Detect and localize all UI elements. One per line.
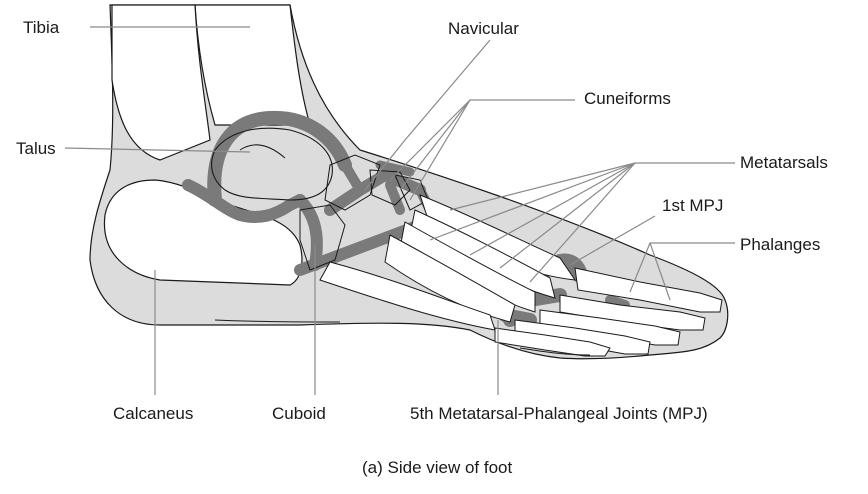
figure-caption: (a) Side view of foot xyxy=(362,459,512,476)
label-phalanges: Phalanges xyxy=(740,236,820,253)
label-navicular: Navicular xyxy=(448,20,519,37)
label-tibia: Tibia xyxy=(23,19,59,36)
label-metatarsals: Metatarsals xyxy=(740,154,828,171)
label-talus: Talus xyxy=(16,140,56,157)
label-cuneiforms: Cuneiforms xyxy=(584,90,671,107)
label-5th-mpj: 5th Metatarsal-Phalangeal Joints (MPJ) xyxy=(410,405,708,422)
label-1st-mpj: 1st MPJ xyxy=(662,197,723,214)
label-cuboid: Cuboid xyxy=(272,405,326,422)
label-calcaneus: Calcaneus xyxy=(113,405,193,422)
